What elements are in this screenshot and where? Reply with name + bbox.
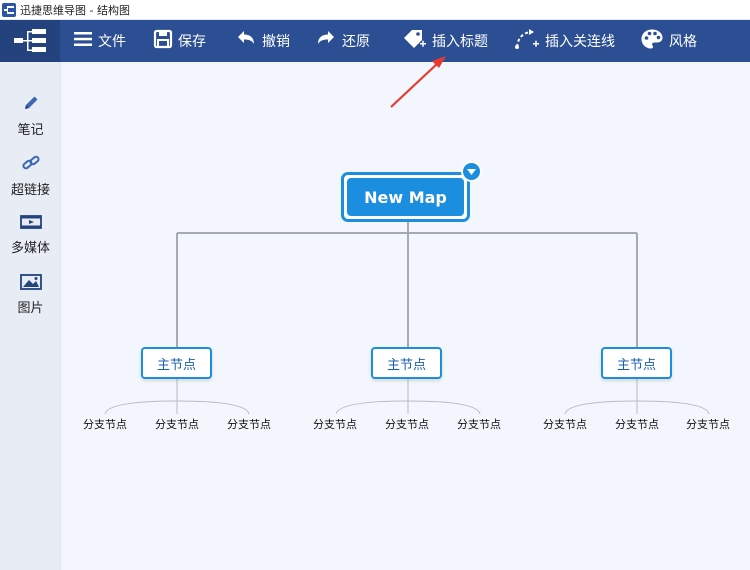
link-icon	[21, 154, 41, 176]
palette-icon	[640, 28, 669, 54]
branch-node[interactable]: 分支节点	[83, 418, 127, 431]
sidebar-item-multimedia[interactable]: 多媒体	[0, 214, 61, 256]
style-button[interactable]: 风格	[640, 20, 697, 62]
connector-icon	[514, 28, 545, 54]
sidebar-item-notes[interactable]: 笔记	[0, 94, 61, 138]
redo-label: 还原	[342, 34, 370, 50]
branch-node[interactable]: 分支节点	[457, 418, 501, 431]
insert-title-button[interactable]: 插入标题	[401, 20, 488, 62]
main-node-3[interactable]: 主节点	[601, 347, 672, 379]
branch-node[interactable]: 分支节点	[155, 418, 199, 431]
redo-icon	[315, 29, 342, 53]
file-menu-label: 文件	[98, 34, 126, 50]
undo-icon	[235, 29, 262, 53]
main-node-2[interactable]: 主节点	[371, 347, 442, 379]
sidebar-item-hyperlink-label: 超链接	[10, 183, 50, 198]
image-icon	[19, 274, 42, 294]
structure-logo-icon[interactable]	[0, 20, 60, 62]
file-menu-button[interactable]: 文件	[73, 20, 126, 62]
app-icon	[2, 2, 16, 17]
branch-node[interactable]: 分支节点	[686, 418, 730, 431]
style-label: 风格	[669, 34, 697, 50]
sidebar-item-notes-label: 笔记	[17, 123, 44, 138]
menu-icon	[73, 31, 98, 51]
main-node-1[interactable]: 主节点	[141, 347, 212, 379]
window-title: 迅捷思维导图 - 结构图	[20, 3, 130, 17]
insert-connector-button[interactable]: 插入关连线	[514, 20, 615, 62]
save-button[interactable]: 保存	[153, 20, 206, 62]
insert-title-label: 插入标题	[432, 34, 488, 50]
save-icon	[153, 29, 178, 53]
redo-button[interactable]: 还原	[315, 20, 370, 62]
root-node[interactable]: New Map	[341, 172, 470, 222]
left-sidebar: 笔记 超链接 多媒体 图片	[0, 62, 61, 570]
branch-node[interactable]: 分支节点	[385, 418, 429, 431]
film-icon	[19, 214, 42, 234]
branch-node[interactable]: 分支节点	[615, 418, 659, 431]
save-label: 保存	[178, 34, 206, 50]
sidebar-item-hyperlink[interactable]: 超链接	[0, 154, 61, 198]
root-node-label: New Map	[347, 178, 464, 216]
sidebar-item-image-label: 图片	[17, 301, 44, 316]
tag-icon	[401, 28, 432, 54]
undo-button[interactable]: 撤销	[235, 20, 290, 62]
main-toolbar: 文件 保存 撤销 还原 插入标题 插入关连线 风格	[0, 20, 750, 62]
insert-connector-label: 插入关连线	[545, 34, 615, 50]
branch-node[interactable]: 分支节点	[227, 418, 271, 431]
sidebar-item-multimedia-label: 多媒体	[10, 241, 50, 256]
pencil-icon	[22, 94, 40, 116]
undo-label: 撤销	[262, 34, 290, 50]
branch-node[interactable]: 分支节点	[313, 418, 357, 431]
sidebar-item-image[interactable]: 图片	[0, 274, 61, 316]
annotation-arrow	[390, 56, 446, 108]
window-titlebar: 迅捷思维导图 - 结构图	[0, 0, 750, 20]
branch-node[interactable]: 分支节点	[543, 418, 587, 431]
collapse-toggle-icon[interactable]	[461, 161, 482, 182]
